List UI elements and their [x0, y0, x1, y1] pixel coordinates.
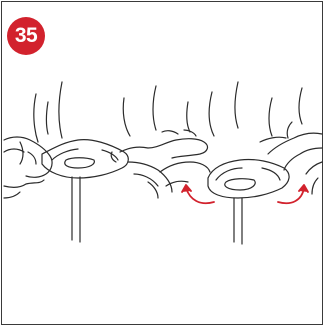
- middle-hand-pinching: [111, 86, 207, 198]
- left-pole: [72, 177, 80, 242]
- right-assembly: [160, 82, 322, 244]
- instruction-panel: 35: [1, 1, 323, 325]
- left-arm-top: [34, 82, 62, 142]
- right-clip: [208, 159, 289, 198]
- assembly-illustration: [2, 2, 324, 326]
- right-assembly-left-hand: [160, 162, 210, 186]
- left-assembly: [4, 82, 128, 242]
- right-arm-top: [187, 82, 302, 136]
- right-hand-spreading: [260, 122, 322, 194]
- right-pole: [234, 198, 242, 244]
- left-clip: [42, 140, 128, 178]
